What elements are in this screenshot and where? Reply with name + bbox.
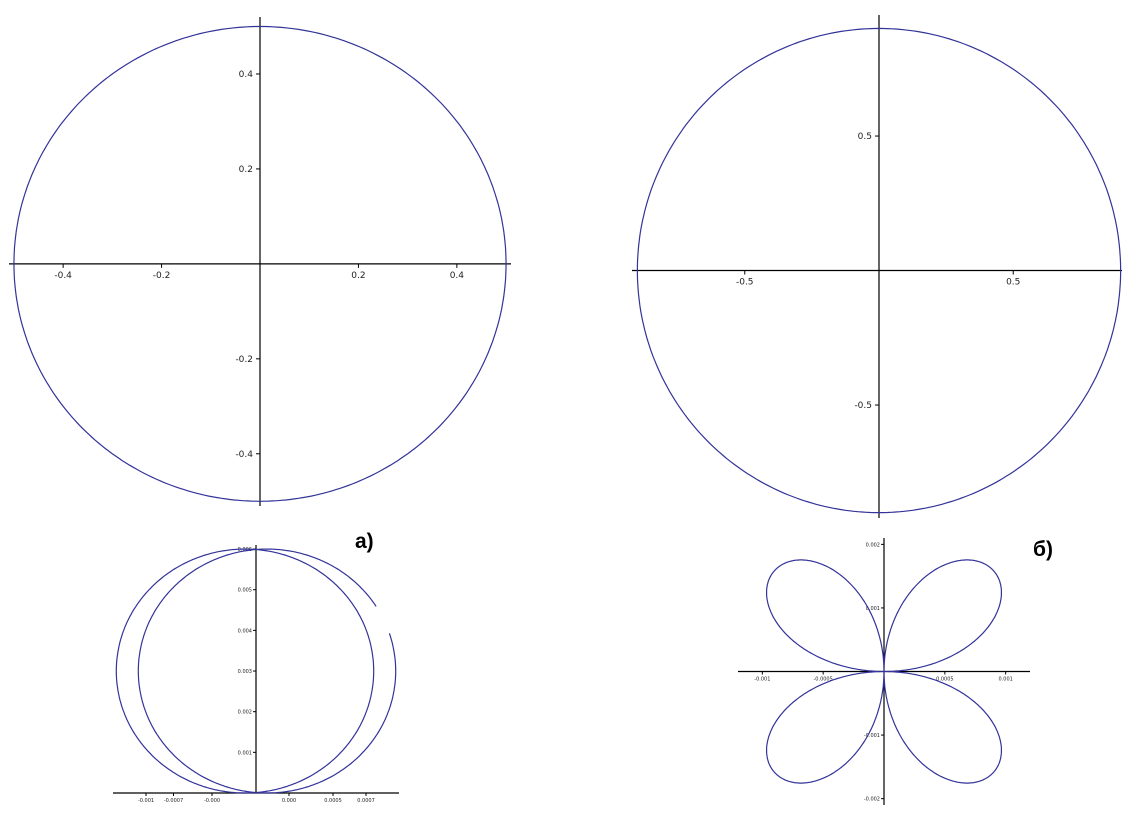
x-tick-label: 0.4 [450,271,465,281]
y-tick-label: -0.4 [235,450,253,460]
plot-a-bottom: -0.001 -0.0007 -0.000 0.000 0.0005 0.0007 0.00… [113,545,399,804]
x-tick-label: 0.2 [351,271,365,281]
panel-label-b: б) [1033,538,1053,561]
y-tick-label: -0.002 [864,797,880,803]
series-curve [636,27,1122,514]
x-tick-label: -0.2 [153,271,171,281]
series-curve [115,548,375,794]
panel-label-a: а) [355,530,374,553]
x-tick-label: -0.001 [138,798,154,804]
x-tick-label: -0.0005 [814,677,833,683]
series-curve [388,633,397,671]
x-tick-label: 0.5 [1006,278,1020,288]
x-tick-label: 0.000 [282,798,296,804]
y-tick-label: 0.003 [238,669,252,675]
y-tick-label: -0.5 [854,401,872,411]
y-tick-label: -0.2 [235,355,253,365]
y-tick-label: 0.2 [239,165,253,175]
y-tick-label: -0.001 [864,733,880,739]
y-tick-label: 0.005 [238,588,252,594]
x-tick-label: -0.0007 [164,798,183,804]
series-curve [137,548,397,794]
y-tick-label: 0.002 [866,542,880,548]
x-tick-label: 0.001 [999,677,1013,683]
y-tick-label: 0.4 [239,70,254,80]
y-tick-label: 0.002 [238,710,252,716]
plot-b-bottom: -0.001 -0.0005 0.0005 0.001 0.002 0.001 -0.001… [738,538,1030,805]
x-tick-label: -0.5 [736,278,754,288]
x-tick-label: 0.0005 [936,677,954,683]
x-tick-label: -0.001 [754,677,770,683]
x-tick-label: -0.4 [54,271,72,281]
x-tick-label: 0.0005 [324,798,342,804]
x-tick-label: 0.0007 [357,798,375,804]
y-tick-label: 0.001 [238,750,252,756]
y-tick-label: 0.004 [238,628,252,634]
y-tick-label: 0.5 [858,132,872,142]
x-tick-label: -0.000 [204,798,220,804]
y-tick-label: 0.006 [238,547,252,553]
plot-a-top: -0.4 -0.2 0.2 0.4 0.4 0.2 -0.2 -0.4 [9,17,511,506]
y-tick-label: 0.001 [866,606,880,612]
series-curve [766,559,1002,784]
series-curve [13,25,507,502]
plot-b-top: -0.5 0.5 0.5 -0.5 [632,15,1122,518]
